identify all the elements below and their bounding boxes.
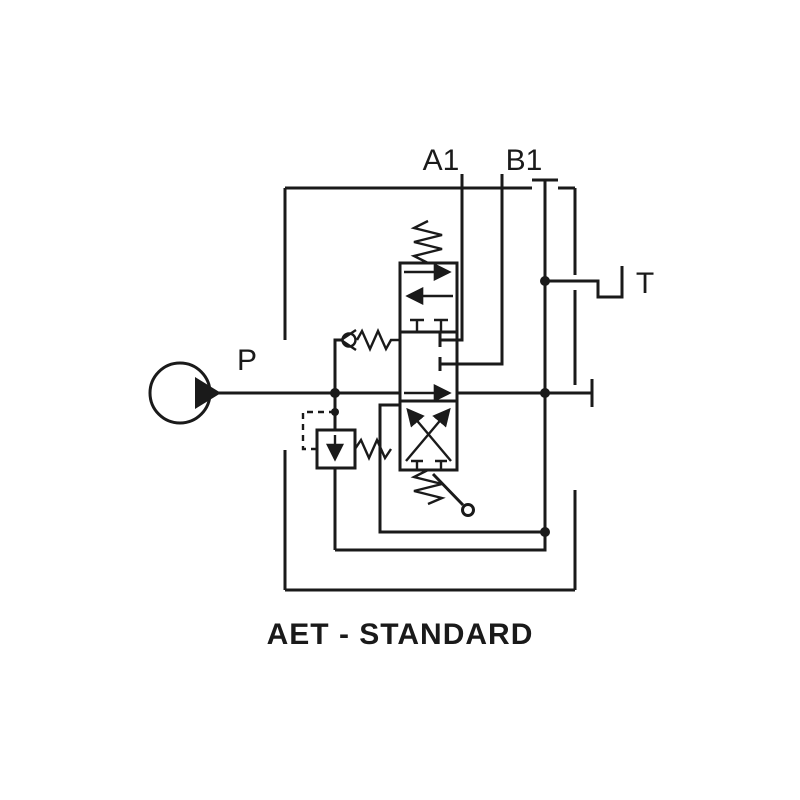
lever-arm	[431, 472, 465, 507]
check-valve	[333, 328, 400, 393]
port-a-line	[440, 174, 464, 342]
diagram-title: AET - STANDARD	[267, 618, 534, 651]
pump-flow-arrow	[195, 377, 221, 409]
return-line-upper	[378, 403, 545, 534]
junction-main-tank	[540, 388, 550, 398]
return-line-lower	[335, 532, 547, 552]
valve-pos1-blocked-ports	[410, 318, 448, 332]
tank-outlet-line	[545, 266, 624, 299]
valve-pos2-blocked-ports	[411, 459, 447, 470]
labels: P A1 B1 T AET - STANDARD	[237, 144, 654, 651]
work-port-lines	[438, 174, 504, 371]
valve-bottom-spring	[410, 468, 446, 506]
directional-valve	[398, 219, 475, 517]
junction-tank-outlet	[540, 276, 550, 286]
label-port-a: A1	[423, 144, 460, 177]
junction-dots	[330, 276, 550, 537]
port-b-line	[440, 174, 504, 366]
valve-return-spring	[410, 219, 443, 265]
relief-pilot-line	[301, 410, 335, 451]
label-port-b: B1	[506, 144, 543, 177]
junction-pump-branch	[330, 388, 340, 398]
housing-boundary	[283, 186, 577, 592]
relief-valve	[301, 396, 392, 550]
check-ball	[341, 332, 357, 348]
valve-pos2-arrow-b	[406, 407, 452, 462]
valve-pos2-arrow-a	[405, 407, 451, 462]
check-branch-riser	[333, 338, 341, 393]
label-pump: P	[237, 344, 257, 377]
valve-envelope	[398, 261, 459, 472]
label-tank: T	[636, 267, 654, 300]
check-spring	[355, 328, 400, 352]
junction-pilot	[331, 408, 339, 416]
tank-lines	[335, 178, 624, 552]
junction-return	[540, 527, 550, 537]
relief-spring	[354, 437, 392, 461]
lever-knob	[461, 503, 475, 517]
